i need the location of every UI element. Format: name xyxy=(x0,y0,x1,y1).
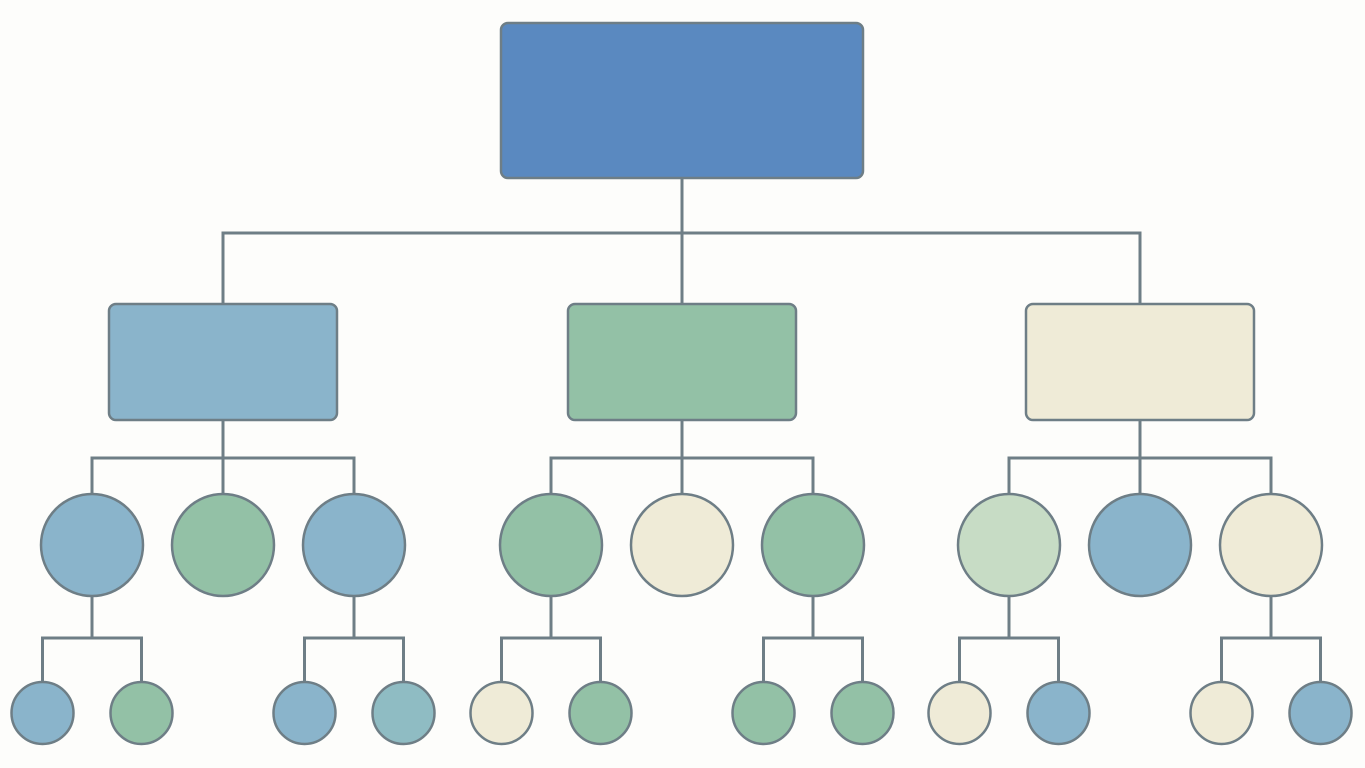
branch-1-child-1-leaf-1-node xyxy=(10,680,75,746)
branch-1-child-1-node xyxy=(39,492,145,598)
branch-3-child-1-leaf-2-node xyxy=(1026,680,1091,746)
branch-1-child-3-leaf-2-node xyxy=(371,680,436,746)
branch-1-child-2-node xyxy=(170,492,276,598)
branch-2-child-3-node xyxy=(760,492,866,598)
branch-1-child-3-node xyxy=(301,492,407,598)
branch-2-child-1-node xyxy=(498,492,604,598)
branch-2-child-3-leaf-1-node xyxy=(731,680,796,746)
branch-3-child-2-node xyxy=(1087,492,1193,598)
branch-2-child-1-leaf-1-node xyxy=(469,680,534,746)
root-node xyxy=(499,21,865,180)
branch-3-child-1-node xyxy=(956,492,1062,598)
branch-2-child-2-node xyxy=(629,492,735,598)
branch-1-node xyxy=(107,302,339,422)
connector-lines xyxy=(41,176,1322,684)
branch-3-node xyxy=(1024,302,1256,422)
branch-2-child-1-leaf-2-node xyxy=(568,680,633,746)
branch-2-node xyxy=(566,302,798,422)
branch-3-child-1-leaf-1-node xyxy=(927,680,992,746)
diagram-nodes xyxy=(10,21,1353,746)
branch-3-child-3-leaf-1-node xyxy=(1189,680,1254,746)
branch-1-child-3-leaf-1-node xyxy=(272,680,337,746)
branch-3-child-3-node xyxy=(1218,492,1324,598)
branch-3-child-3-leaf-2-node xyxy=(1288,680,1353,746)
branch-2-child-3-leaf-2-node xyxy=(830,680,895,746)
branch-1-child-1-leaf-2-node xyxy=(109,680,174,746)
